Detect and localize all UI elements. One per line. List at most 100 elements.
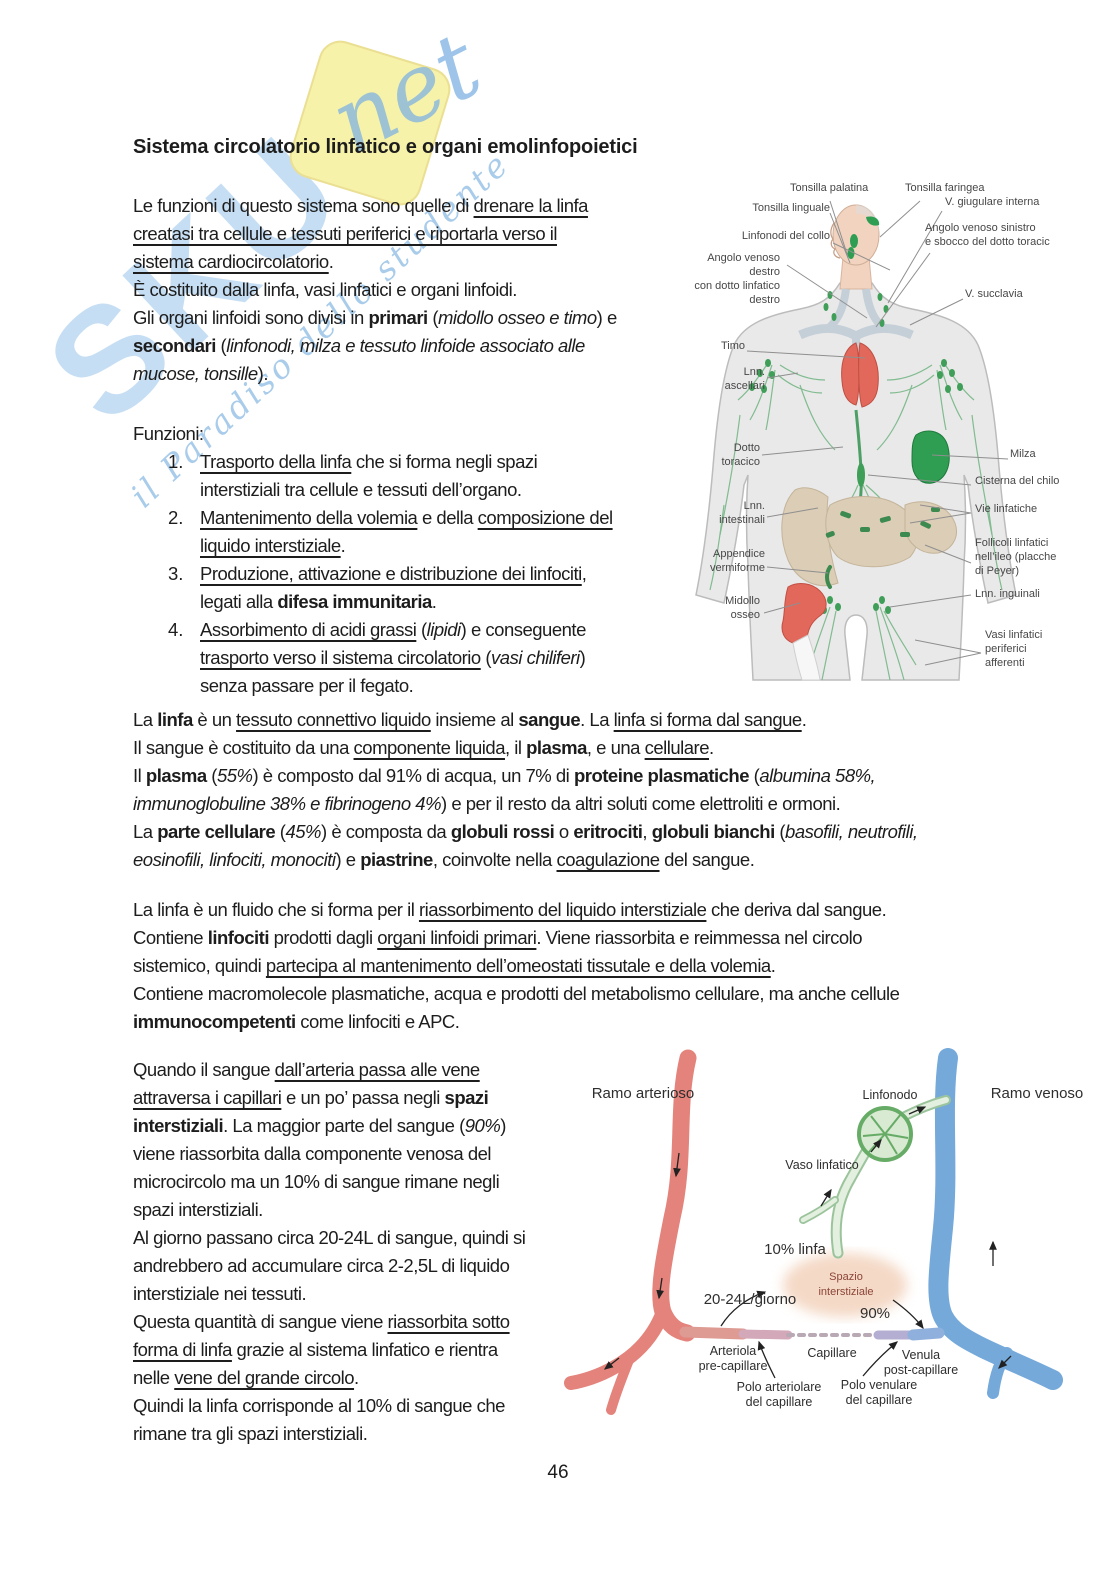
text-segment: ( bbox=[275, 821, 286, 842]
text-segment: vene del grande circolo bbox=[174, 1367, 355, 1388]
text-line: Gli organi linfoidi sono divisi in prima… bbox=[133, 304, 673, 332]
text-segment: lipidi bbox=[426, 619, 462, 640]
text-segment: . bbox=[354, 1367, 359, 1388]
text-segment: Quando il sangue bbox=[133, 1059, 275, 1080]
text-segment: ) è composta da bbox=[321, 821, 451, 842]
figure2-label: 10% linfa bbox=[764, 1241, 826, 1258]
figure2-label: Capillare bbox=[807, 1346, 857, 1360]
text-segment: ) e bbox=[335, 849, 361, 870]
text-segment: . La maggior parte del sangue ( bbox=[223, 1115, 465, 1136]
bone-marrow bbox=[781, 583, 827, 681]
text-segment: interstiziale nei tessuti. bbox=[133, 1283, 307, 1304]
text-segment: plasma bbox=[145, 765, 207, 786]
text-segment: e un po’ passa negli bbox=[281, 1087, 445, 1108]
text-segment: organi linfoidi primari bbox=[377, 927, 537, 948]
figure1-label: Tonsilla faringea bbox=[905, 182, 985, 194]
list-number: 4. bbox=[168, 619, 184, 640]
text-segment: linfonodi, milza e tessuto linfoide asso… bbox=[226, 335, 585, 356]
text-line: La parte cellulare (45%) è composta da g… bbox=[133, 818, 1006, 846]
text-segment: è un bbox=[192, 709, 237, 730]
text-segment: . bbox=[340, 535, 346, 556]
blood-paragraph: La linfa è un tessuto connettivo liquido… bbox=[133, 706, 1006, 874]
text-segment: La linfa è un fluido che si forma per il bbox=[133, 899, 419, 920]
text-line: rimane tra gli spazi interstiziali. bbox=[133, 1420, 583, 1448]
text-segment: composizione del bbox=[477, 507, 613, 528]
leader-lines bbox=[746, 200, 1009, 666]
text-segment: riassorbita sotto bbox=[387, 1311, 511, 1332]
figure1-label: V. succlavia bbox=[965, 288, 1023, 300]
spleen bbox=[911, 430, 950, 484]
text-line: attraversa i capillari e un po’ passa ne… bbox=[133, 1084, 583, 1112]
text-segment: parte cellulare bbox=[157, 821, 276, 842]
text-segment: . bbox=[328, 251, 334, 272]
text-segment: Al giorno passano circa 20-24L di sangue… bbox=[133, 1227, 526, 1248]
text-segment: tessuto connettivo liquido bbox=[236, 709, 431, 730]
text-segment: Contiene macromolecole plasmatiche, acqu… bbox=[133, 983, 900, 1004]
text-segment: . bbox=[431, 591, 437, 612]
figure1-label: Milza bbox=[1010, 448, 1036, 460]
text-segment: che deriva dal sangue. bbox=[706, 899, 887, 920]
list-item: 3. Produzione, attivazione e distribuzio… bbox=[133, 560, 673, 616]
text-segment: vasi chiliferi bbox=[491, 647, 580, 668]
appendix bbox=[825, 565, 832, 589]
text-segment: ( bbox=[749, 765, 760, 786]
face-profile bbox=[830, 222, 841, 259]
figure1-label: Lnn. ascellari bbox=[724, 366, 765, 392]
text-line: eosinofili, linfociti, monociti) e piast… bbox=[133, 846, 1006, 874]
text-segment: . Viene riassorbita e reimmessa nel circ… bbox=[536, 927, 863, 948]
text-line: Quando il sangue dall’arteria passa alle… bbox=[133, 1056, 583, 1084]
text-line: liquido interstiziale. bbox=[200, 532, 673, 560]
artery bbox=[564, 1049, 697, 1415]
cisterna-chyli bbox=[857, 463, 865, 487]
figure1-label: Lnn. inguinali bbox=[975, 588, 1040, 600]
text-segment: che si forma negli spazi bbox=[351, 451, 538, 472]
text-segment: 55% bbox=[216, 765, 253, 786]
text-line: sistemico, quindi partecipa al mantenime… bbox=[133, 952, 1006, 980]
text-segment: , bbox=[642, 821, 652, 842]
text-segment: Quindi la linfa corrisponde al 10% di sa… bbox=[133, 1395, 505, 1416]
text-segment: spazi bbox=[444, 1087, 489, 1108]
list-number: 1. bbox=[168, 451, 184, 472]
text-segment: sistema cardiocircolatorio bbox=[133, 251, 329, 272]
text-segment: . bbox=[801, 709, 807, 730]
figure1-label: Dotto toracico bbox=[721, 442, 760, 468]
figure1-label: Linfonodi del collo bbox=[741, 230, 830, 242]
text-segment: La bbox=[133, 709, 158, 730]
text-line: mucose, tonsille). bbox=[133, 360, 673, 388]
text-line: sistema cardiocircolatorio. bbox=[133, 248, 673, 276]
microcirculation-paragraph: Quando il sangue dall’arteria passa alle… bbox=[133, 1056, 583, 1448]
tonsils bbox=[847, 216, 880, 259]
text-segment: coagulazione bbox=[556, 849, 661, 870]
text-line: creatasi tra cellule e tessuti periferic… bbox=[133, 220, 673, 248]
text-line: La linfa è un fluido che si forma per il… bbox=[133, 896, 1006, 924]
text-line: andrebbero ad accumulare circa 2-2,5L di… bbox=[133, 1252, 583, 1280]
text-segment: e della bbox=[417, 507, 478, 528]
text-segment: ( bbox=[774, 821, 786, 842]
text-line: legati alla difesa immunitaria. bbox=[200, 588, 673, 616]
text-segment: ) bbox=[579, 647, 586, 668]
text-segment: . bbox=[770, 955, 776, 976]
text-segment: Le funzioni di questo sistema sono quell… bbox=[133, 195, 474, 216]
text-segment: attraversa i capillari bbox=[133, 1087, 282, 1108]
text-segment: cellulare bbox=[644, 737, 710, 758]
text-segment: ( bbox=[427, 307, 438, 328]
figure1-label: Angolo venoso destro con dotto linfatico… bbox=[694, 252, 780, 306]
text-segment: Questa quantità di sangue viene bbox=[133, 1311, 388, 1332]
text-segment: Assorbimento di acidi grassi bbox=[200, 619, 417, 640]
text-segment: piastrine bbox=[360, 849, 433, 870]
text-segment: grazie al sistema linfatico e rientra bbox=[231, 1339, 499, 1360]
figure1-label: Follicoli linfatici nell’ileo (placche d… bbox=[975, 537, 1057, 577]
flow-arrows bbox=[603, 1106, 1012, 1379]
text-segment: Trasporto della linfa bbox=[200, 451, 352, 472]
list-number: 3. bbox=[168, 563, 184, 584]
lymphatic-body-art bbox=[695, 200, 1017, 681]
text-segment: , e una bbox=[586, 737, 645, 758]
text-segment: microcircolo ma un 10% di sangue rimane … bbox=[133, 1171, 500, 1192]
text-line: Al giorno passano circa 20-24L di sangue… bbox=[133, 1224, 583, 1252]
text-segment: prodotti dagli bbox=[268, 927, 378, 948]
text-segment: proteine plasmatiche bbox=[573, 765, 750, 786]
lymphatic-body-figure: Tonsilla palatina Tonsilla faringea V. g… bbox=[680, 175, 1100, 685]
text-line: La linfa è un tessuto connettivo liquido… bbox=[133, 706, 1006, 734]
text-segment: Il sangue è costituito da una bbox=[133, 737, 354, 758]
figure2-label: Linfonodo bbox=[862, 1088, 918, 1102]
